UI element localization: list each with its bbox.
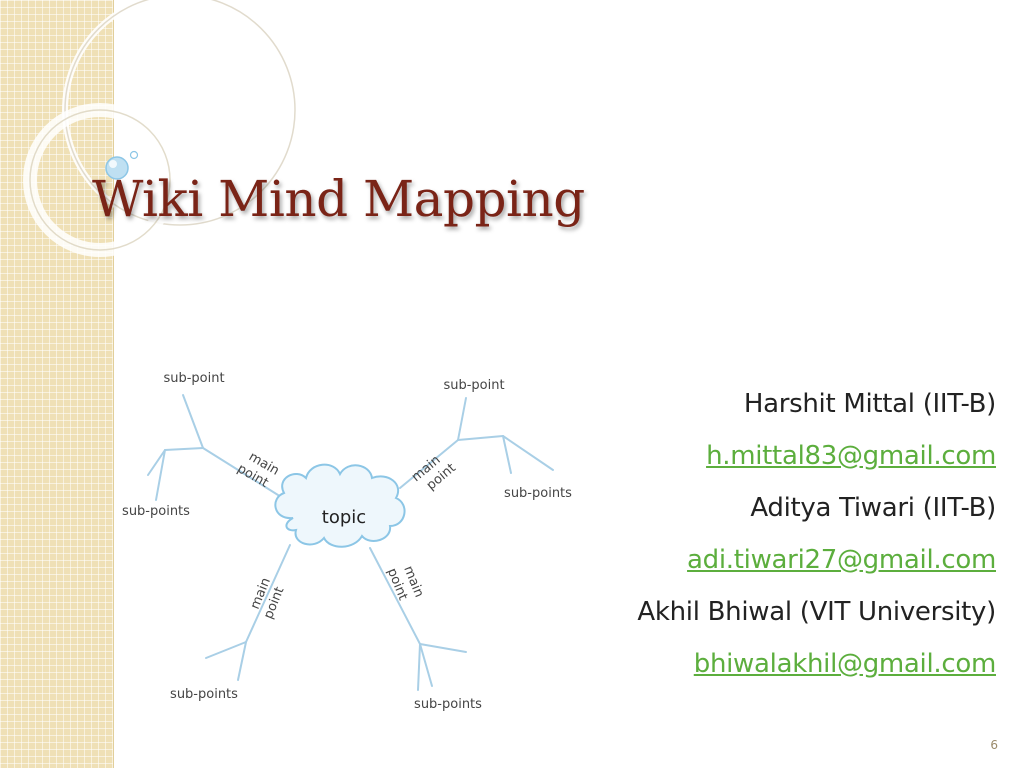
contact-name: Aditya Tiwari (IIT-B) bbox=[750, 493, 996, 523]
slide-title: Wiki Mind Mapping bbox=[92, 170, 585, 228]
sub-points-label: sub-points bbox=[414, 697, 482, 712]
contact-name: Akhil Bhiwal (VIT University) bbox=[637, 597, 996, 627]
sub-points-label: sub-points bbox=[170, 687, 238, 702]
contact-name: Harshit Mittal (IIT-B) bbox=[743, 389, 996, 419]
topic-label: topic bbox=[322, 507, 366, 528]
sub-point-label: sub-point bbox=[443, 378, 504, 393]
sub-points-label: sub-points bbox=[504, 486, 572, 501]
contact-email-link[interactable]: bhiwalakhil@gmail.com bbox=[693, 649, 997, 679]
sub-points-label: sub-points bbox=[122, 504, 190, 519]
mind-map-branches bbox=[147, 394, 554, 691]
page-number: 6 bbox=[990, 738, 998, 752]
contact-email-link[interactable]: h.mittal83@gmail.com bbox=[706, 441, 996, 471]
mind-map-diagram: topic sub-point sub-point sub-points sub… bbox=[122, 371, 572, 712]
contacts-list: Harshit Mittal (IIT-B) h.mittal83@gmail.… bbox=[637, 378, 996, 690]
decorative-side-strip bbox=[0, 0, 114, 768]
contact-email-link[interactable]: adi.tiwari27@gmail.com bbox=[687, 545, 996, 575]
topic-cloud bbox=[274, 463, 406, 548]
sub-point-label: sub-point bbox=[163, 371, 224, 386]
